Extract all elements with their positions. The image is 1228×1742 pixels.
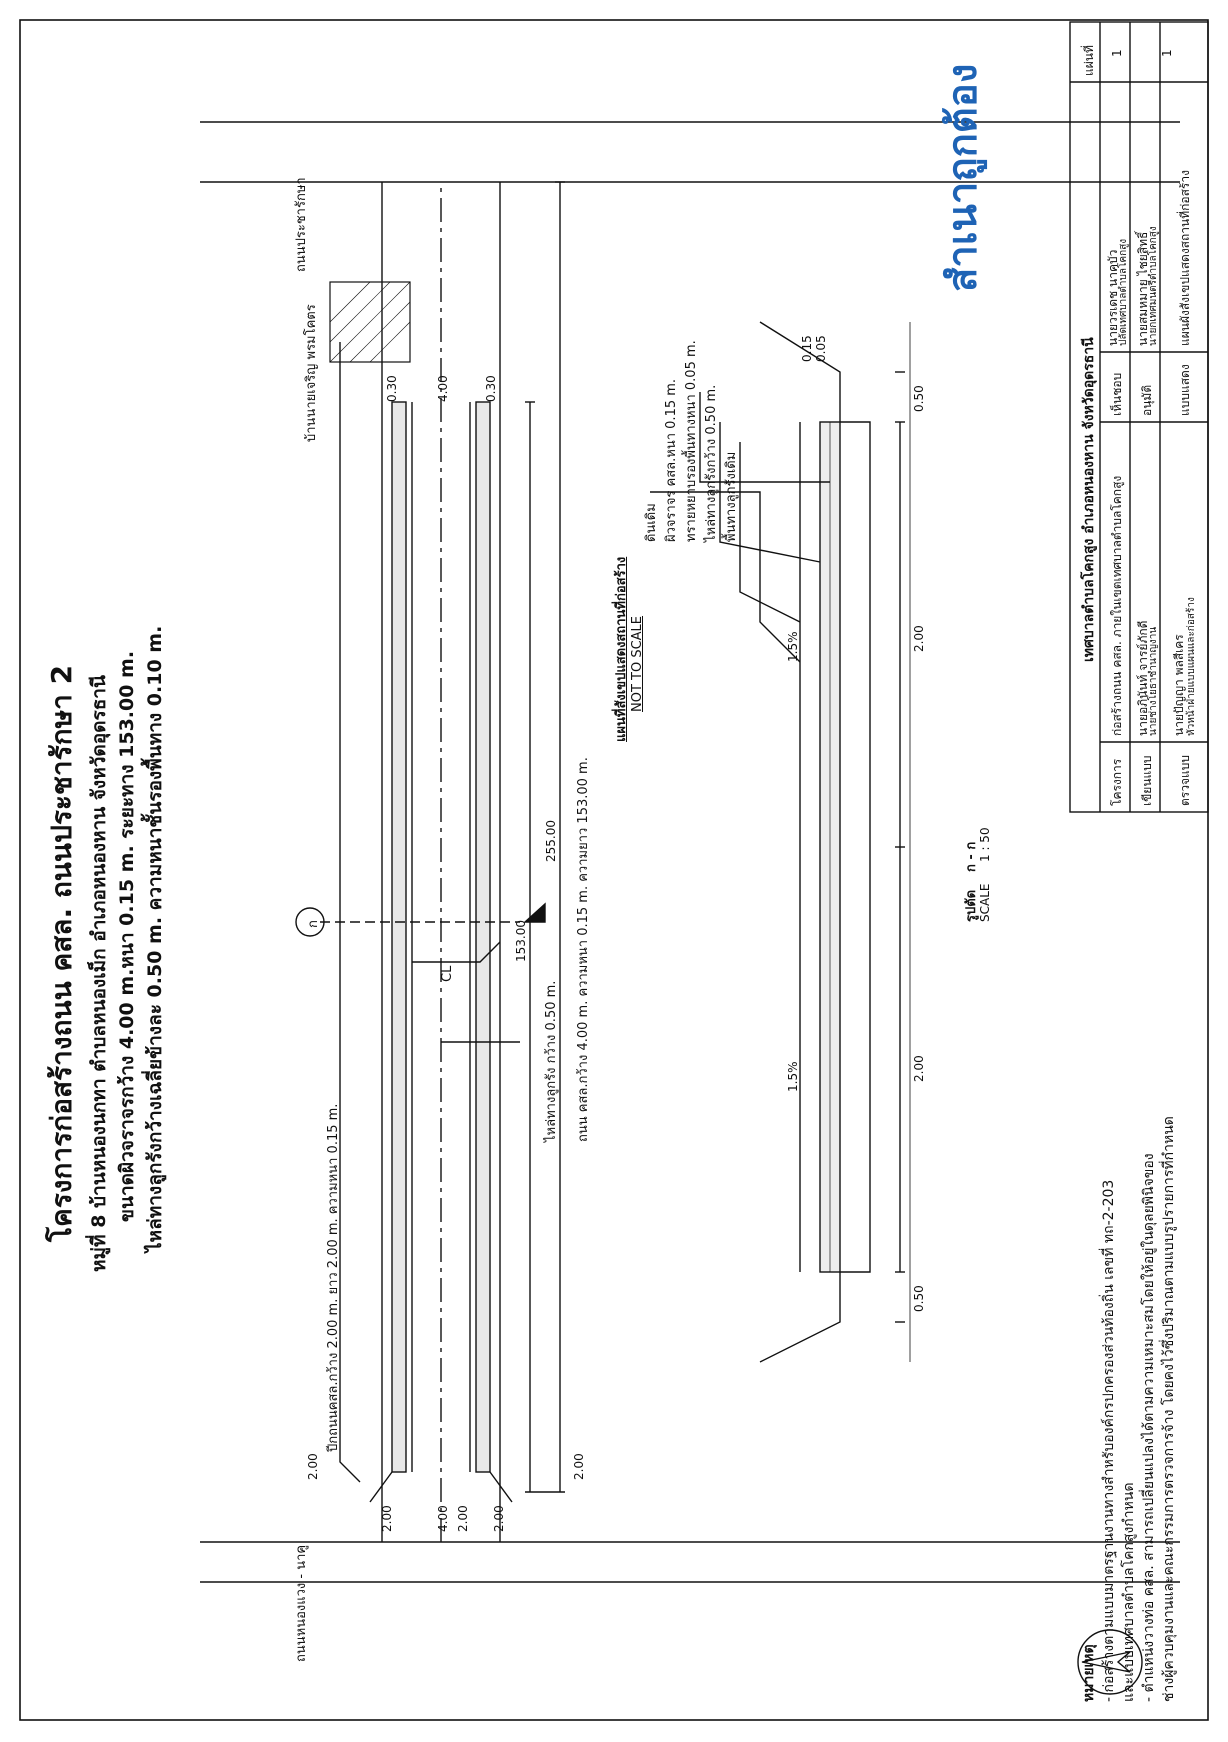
dim-200c: 2.00 <box>380 1505 394 1532</box>
tb-approve-label: อนุมัติ <box>1140 384 1154 416</box>
plan-caption: แผนที่สังเขปแสดงสถานที่ก่อสร้าง <box>614 556 629 742</box>
slope-left: 1.5% <box>786 1061 800 1093</box>
section-label-4: ไหล่ทางลูกรังกว้าง 0.50 m. <box>704 384 719 542</box>
dim-400b: 4.00 <box>436 1505 450 1532</box>
dim-030b: 0.30 <box>484 375 498 402</box>
section-label-2: ผิวจราจร คสล.หนา 0.15 m. <box>664 378 679 542</box>
tb-check-label: ตรวจแบบ <box>1178 755 1192 806</box>
slope-right: 1.5% <box>786 631 800 663</box>
tb-sheet-label: แผ่นที่ <box>1082 45 1096 76</box>
label-shoulder: ไหล่ทางลูกรัง กว้าง 0.50 m. <box>544 980 559 1142</box>
notes-line-3: - ตำแหน่งวางท่อ คสล. สามารถเปลี่ยนแปลงได… <box>1141 1153 1157 1702</box>
section-dim-005: 0.05 <box>814 335 828 362</box>
certified-copy-stamp: สำเนาถูกต้อง <box>940 63 986 292</box>
dim-153: 153.00 <box>514 920 528 962</box>
tb-drawing-value: แผนผังสังเขปแสดงสถานที่ก่อสร้าง <box>1178 170 1192 346</box>
section-dim-015: 0.15 <box>800 335 814 362</box>
notes-line-1: - ก่อสร้างตามแบบมาตรฐานงานทางสำหรับองค์ก… <box>1101 1179 1117 1702</box>
tb-check-1-title: หัวหน้าฝ่ายแบบแผนและก่อสร้าง <box>1186 597 1197 736</box>
dim-200d: 2.00 <box>492 1505 506 1532</box>
section-label-3: ทรายหยาบรองพื้นทางหนา 0.05 m. <box>684 340 699 542</box>
dim-200e: 2.00 <box>456 1505 470 1532</box>
tb-approve-1-title: นายกเทศมนตรีตำบลโคกสูง <box>1148 226 1159 346</box>
plan-caption-sub: NOT TO SCALE <box>630 615 645 712</box>
section-dim-200a: 2.00 <box>912 1055 926 1082</box>
tb-review-label: เห็นชอบ <box>1110 372 1124 416</box>
tb-drawing-label: แบบแสดง <box>1178 364 1192 416</box>
tb-design-1-title: นายช่างโยธาชำนาญงาน <box>1148 626 1159 736</box>
tb-sheet-no: 1 <box>1110 49 1124 57</box>
tb-org: เทศบาลตำบลโคกสูง อำเภอหนองหาน จังหวัดอุด… <box>1081 337 1097 662</box>
tb-review-1-title: ปลัดเทศบาลตำบลโคกสูง <box>1118 238 1129 346</box>
scale-label: SCALE <box>978 883 992 922</box>
tb-project-label: โครงการ <box>1110 758 1124 806</box>
dim-200a: 2.00 <box>306 1453 320 1480</box>
scale-value: 1 : 50 <box>978 827 992 862</box>
section-label-5: พื้นทางลูกรังเดิม <box>724 451 739 542</box>
label-road: ถนน คสล.กว้าง 4.00 m. ความหนา 0.15 m. คว… <box>576 757 591 1142</box>
house-label: บ้านนายเจริญ พรมโคตร <box>304 304 319 442</box>
road-bottom-name: ถนนหนองแวง - นาคู <box>294 1544 309 1662</box>
tb-sheet-total: 1 <box>1160 49 1174 57</box>
notes-line-4: ช่างผู้ควบคุมงานและคณะกรรมการตรวจการจ้าง… <box>1161 1116 1177 1702</box>
dim-255: 255.00 <box>544 820 558 862</box>
label-apron: ปีกถนนคสล.กว้าง 2.00 m. ยาว 2.00 m. ความ… <box>326 1103 341 1452</box>
tb-design-label: เขียนแบบ <box>1140 755 1154 806</box>
road-top-name: ถนนประชารักษา <box>294 177 309 272</box>
center-line-label: CL <box>440 965 455 982</box>
section-dim-050b: 0.50 <box>912 385 926 412</box>
dim-200b: 2.00 <box>572 1453 586 1480</box>
section-dim-050a: 0.50 <box>912 1285 926 1312</box>
dim-030a: 0.30 <box>385 375 399 402</box>
section-label-1: ดินเดิม <box>644 503 659 542</box>
section-dim-200b: 2.00 <box>912 625 926 652</box>
tb-project-value: ก่อสร้างถนน คสล. ภายในเขตเทศบาลตำบลโคกสู… <box>1110 475 1124 736</box>
notes-heading: หมายเหตุ <box>1081 1644 1097 1702</box>
section-marker-label: ก <box>306 920 321 928</box>
notes-line-2: และแบบเทศบาลตำบลโคกสูงกำหนด <box>1121 1482 1137 1702</box>
dim-400: 4.00 <box>436 375 450 402</box>
